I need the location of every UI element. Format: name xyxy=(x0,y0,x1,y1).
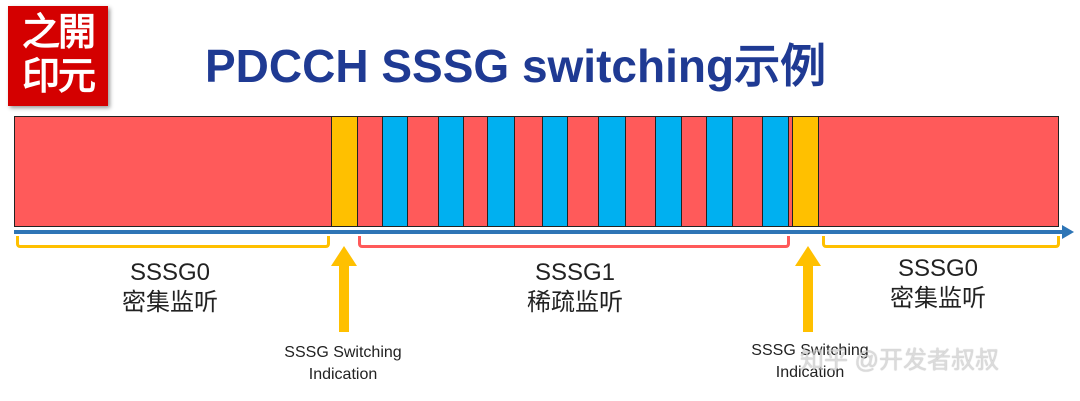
pdcch-occasion-1 xyxy=(382,116,408,227)
brace-sssg1 xyxy=(358,236,790,248)
logo: 之開印元 xyxy=(8,6,108,106)
watermark: 知乎 @开发者叔叔 xyxy=(800,347,1000,374)
page-title: PDCCH SSSG switching示例 xyxy=(205,40,827,92)
region-desc: 稀疏监听 xyxy=(527,289,623,316)
pdcch-occasion-8 xyxy=(762,116,789,227)
region-name: SSSG0 xyxy=(129,259,211,286)
switch-indication-segment-1 xyxy=(331,116,358,227)
brace-sssg0-right xyxy=(822,236,1060,248)
pdcch-occasion-5 xyxy=(598,116,626,227)
indication-arrow-2-head xyxy=(795,246,821,266)
indication-line2: Indication xyxy=(308,366,378,383)
pdcch-occasion-2 xyxy=(438,116,464,227)
timeline-bar xyxy=(14,116,1059,227)
indication-line1: SSSG Switching xyxy=(751,342,869,359)
indication-line1: SSSG Switching xyxy=(284,344,402,361)
region-label-sssg0-left: SSSG0 密集监听 xyxy=(90,258,250,318)
pdcch-occasion-4 xyxy=(542,116,568,227)
switch-indication-segment-2 xyxy=(792,116,819,227)
indication-arrow-1-head xyxy=(331,246,357,266)
brace-sssg0-left xyxy=(16,236,330,248)
logo-text: 之開印元 xyxy=(21,9,96,98)
indication-label-1: SSSG Switching Indication xyxy=(263,342,423,386)
indication-line2: Indication xyxy=(775,364,845,381)
region-desc: 密集监听 xyxy=(122,289,218,316)
region-label-sssg1: SSSG1 稀疏监听 xyxy=(495,258,655,318)
region-name: SSSG1 xyxy=(534,259,616,286)
region-name: SSSG0 xyxy=(897,255,979,282)
region-label-sssg0-right: SSSG0 密集监听 xyxy=(858,254,1018,314)
region-desc: 密集监听 xyxy=(890,285,986,312)
indication-arrow-2-shaft xyxy=(803,266,813,332)
time-axis xyxy=(14,230,1066,234)
indication-arrow-1-shaft xyxy=(339,266,349,332)
pdcch-occasion-6 xyxy=(655,116,682,227)
pdcch-occasion-7 xyxy=(706,116,733,227)
time-axis-arrowhead xyxy=(1062,225,1074,239)
pdcch-occasion-3 xyxy=(487,116,515,227)
indication-label-2: SSSG Switching Indication xyxy=(730,340,890,384)
